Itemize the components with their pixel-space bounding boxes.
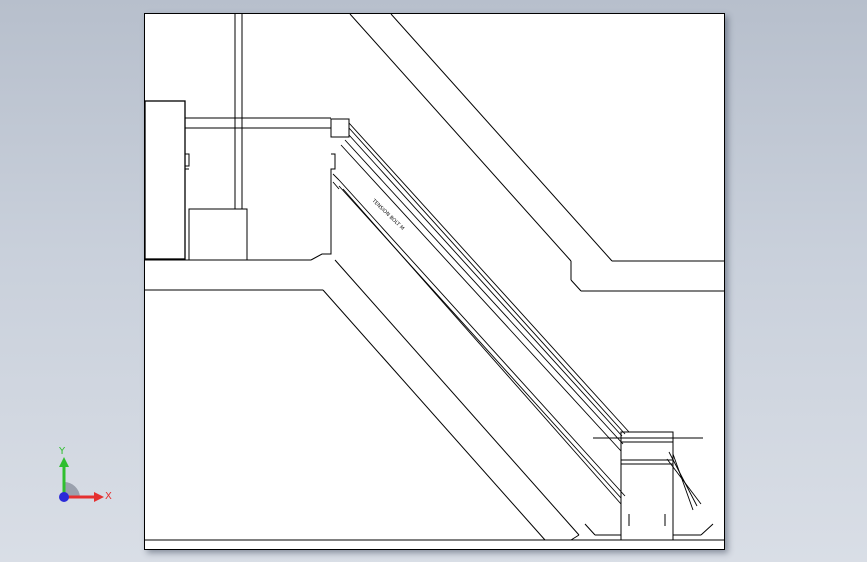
escalator-section-drawing: TENSION BOLT M	[145, 14, 724, 541]
upper-head-box	[330, 118, 350, 138]
z-axis-dot	[59, 492, 69, 502]
ceiling-slope	[349, 14, 724, 292]
machine-room-wall	[145, 100, 186, 260]
upper-landing-structure	[145, 14, 350, 261]
escalator-truss	[332, 122, 702, 511]
lower-landing	[584, 431, 714, 541]
x-axis-label: X	[105, 491, 112, 502]
x-axis-arrowhead	[94, 492, 104, 502]
coordinate-triad: Y X	[50, 440, 120, 510]
truss-support-block	[188, 208, 248, 261]
triad-arc	[64, 481, 80, 497]
drawing-sheet[interactable]: TENSION BOLT M	[144, 13, 725, 550]
floor-slab	[145, 259, 724, 541]
y-axis-arrowhead	[59, 457, 69, 467]
y-axis-label: Y	[58, 446, 66, 457]
